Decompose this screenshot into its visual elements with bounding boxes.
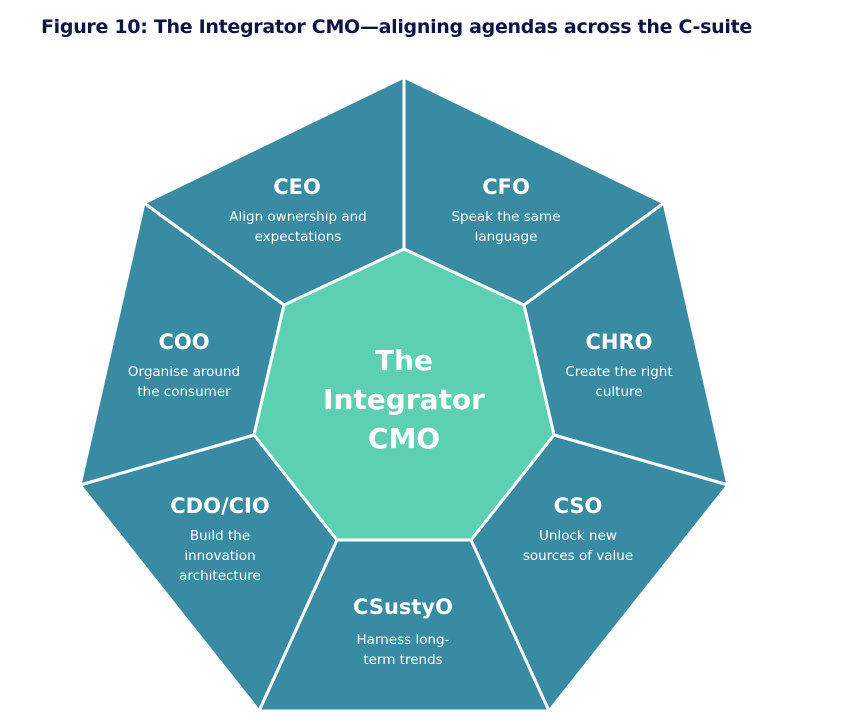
role-description-line: Organise around: [128, 364, 240, 380]
role-title: CDO/CIO: [170, 494, 269, 518]
segment-label-cso: CSO Unlock new sources of value: [523, 494, 633, 564]
role-title: COO: [158, 330, 209, 354]
role-description-line: sources of value: [523, 548, 633, 564]
role-description-line: expectations: [255, 229, 342, 245]
role-title: CSO: [554, 494, 603, 518]
segment-label-cfo: CFO Speak the same language: [451, 175, 560, 245]
center-label-line: The: [375, 344, 433, 377]
center-label-line: CMO: [368, 422, 440, 455]
role-description-line: Build the: [190, 528, 250, 544]
role-description-line: architecture: [179, 568, 261, 584]
role-description-line: innovation: [184, 548, 255, 564]
role-description-line: language: [475, 229, 538, 245]
outer-ring: [77, 74, 731, 714]
role-description-line: Harness long-: [357, 632, 450, 648]
role-title: CFO: [482, 175, 530, 199]
segment-label-ceo: CEO Align ownership and expectations: [229, 175, 366, 245]
segment-label-coo: COO Organise around the consumer: [128, 330, 240, 400]
role-title: CHRO: [585, 330, 652, 354]
segment-label-csustyo: CSustyO Harness long- term trends: [353, 595, 453, 668]
role-description-line: Create the right: [565, 364, 672, 380]
role-description-line: Speak the same: [451, 209, 560, 225]
role-description-line: term trends: [363, 652, 442, 668]
center-heptagon: [252, 247, 556, 542]
figure-title: Figure 10: The Integrator CMO—aligning a…: [41, 16, 752, 38]
role-description-line: culture: [595, 384, 642, 400]
role-description-line: Align ownership and: [229, 209, 366, 225]
segment-label-cdo-cio: CDO/CIO Build the innovation architectur…: [170, 494, 269, 584]
role-description-line: Unlock new: [539, 528, 617, 544]
role-title: CSustyO: [353, 595, 453, 619]
center-label-line: Integrator: [323, 383, 485, 416]
role-description-line: the consumer: [137, 384, 231, 400]
role-title: CEO: [273, 175, 321, 199]
center-label: The Integrator CMO: [323, 344, 485, 455]
segment-label-chro: CHRO Create the right culture: [565, 330, 672, 400]
